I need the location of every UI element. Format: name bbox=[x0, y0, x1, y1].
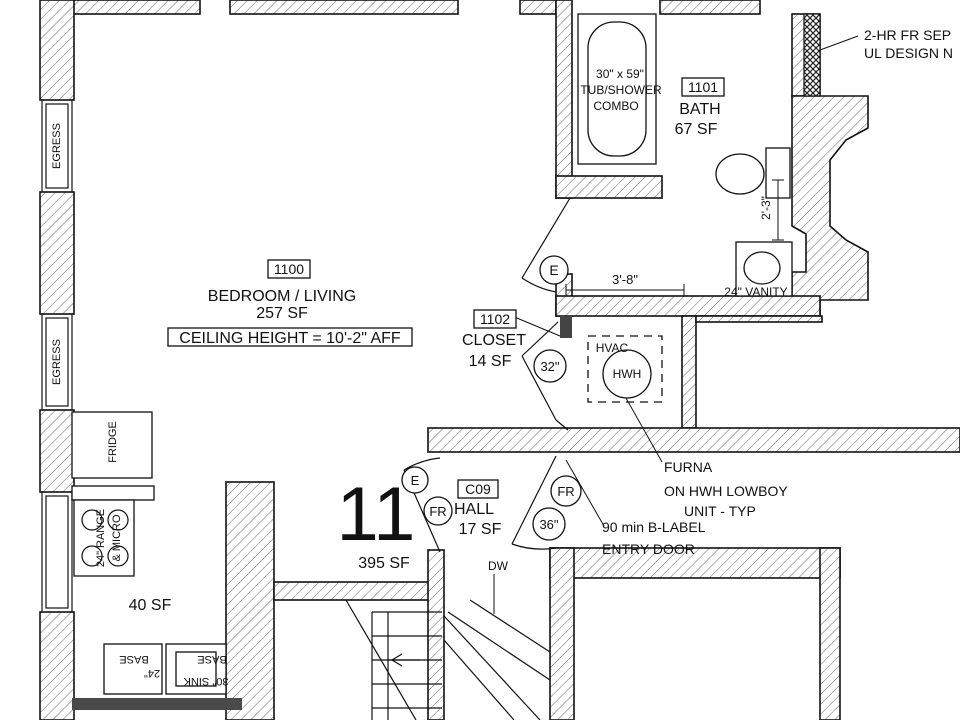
furnace-note-2: ON HWH LOWBOY bbox=[664, 483, 788, 499]
hall-number: C09 bbox=[465, 481, 491, 497]
kitchen-area: 40 SF bbox=[129, 597, 172, 614]
wall-bath-sw bbox=[555, 175, 663, 199]
door-tag-e-bath bbox=[539, 255, 569, 285]
hwh-label: HWH bbox=[613, 367, 642, 381]
stair bbox=[345, 599, 551, 720]
door-tag-e-bath-text: E bbox=[549, 262, 558, 278]
ceiling-height: CEILING HEIGHT = 10'-2" AFF bbox=[179, 330, 401, 347]
wall-left-2 bbox=[39, 191, 75, 315]
bath-number: 1101 bbox=[688, 79, 718, 95]
room-tag-box-1101 bbox=[681, 77, 725, 97]
door-tag-fr-entry-text: FR bbox=[557, 484, 574, 499]
hwh-tank bbox=[602, 349, 652, 399]
bedroom-number: 1100 bbox=[274, 261, 304, 277]
hvac-label: HVAC bbox=[596, 341, 629, 355]
furnace-note-1: FURNA bbox=[664, 459, 713, 475]
wall-corridor-east bbox=[819, 547, 841, 720]
wall-east-upper bbox=[695, 315, 823, 323]
base-left-size: 24" bbox=[144, 667, 160, 679]
sink-bowl bbox=[175, 651, 217, 687]
wall-kitchen-partition bbox=[225, 481, 275, 720]
closet-jamb bbox=[560, 316, 572, 338]
wall-corridor-north bbox=[427, 427, 960, 453]
closet-name: CLOSET bbox=[462, 332, 526, 349]
door-tag-entry bbox=[532, 507, 566, 541]
wall-bath-west bbox=[555, 0, 573, 199]
wall-left-4 bbox=[39, 611, 75, 720]
base-right-label: BASE bbox=[197, 653, 226, 665]
door-tag-entry-text: 36" bbox=[539, 517, 558, 532]
closet-number: 1102 bbox=[480, 311, 510, 327]
wall-left-3 bbox=[39, 409, 75, 493]
room-tag-box-1100 bbox=[267, 259, 311, 279]
hall-name: HALL bbox=[454, 501, 494, 518]
wall-stair-east bbox=[549, 547, 575, 720]
room-tag-box-c09 bbox=[457, 479, 499, 499]
door-tag-e-hall-text: E bbox=[411, 473, 420, 488]
door-tag-e-hall bbox=[401, 466, 429, 494]
fire-sep-note-1: 2-HR FR SEP bbox=[864, 27, 951, 43]
entry-note-1: 90 min B-LABEL bbox=[602, 519, 706, 535]
wall-top-right bbox=[519, 0, 557, 15]
hall-area: 17 SF bbox=[459, 521, 502, 538]
egress-lower: EGRESS bbox=[51, 339, 63, 385]
wall-east-chase bbox=[791, 95, 869, 317]
wall-bath-south bbox=[555, 295, 821, 317]
range-label: 24" RANGE bbox=[95, 509, 107, 567]
furnace-note-3: UNIT - TYP bbox=[684, 503, 756, 519]
wall-left-1 bbox=[39, 0, 75, 101]
sink-label: 30" SINK bbox=[183, 675, 229, 687]
tub-combo: COMBO bbox=[593, 99, 638, 113]
bedroom-name: BEDROOM / LIVING bbox=[208, 288, 356, 305]
tub-basin bbox=[587, 21, 647, 157]
unit-area: 395 SF bbox=[358, 555, 410, 572]
dw-label: DW bbox=[488, 559, 509, 573]
unit-number: 11 bbox=[337, 472, 416, 557]
base-left-label: BASE bbox=[119, 653, 148, 665]
bath-name: BATH bbox=[679, 101, 720, 118]
base-cabinet-left bbox=[103, 643, 163, 695]
fire-separation-hatch bbox=[803, 13, 821, 97]
wall-stair-top bbox=[273, 581, 443, 601]
fridge-label: FRIDGE bbox=[107, 421, 119, 463]
wall-top-bath bbox=[659, 0, 761, 15]
wall-closet-east bbox=[681, 315, 697, 429]
countertop-band bbox=[72, 698, 242, 710]
door-tag-closet-text: 32" bbox=[540, 359, 559, 374]
vanity-label: 24" VANITY bbox=[724, 285, 787, 299]
fire-sep-note-2: UL DESIGN N bbox=[864, 45, 953, 61]
door-tag-fr-hall bbox=[423, 496, 453, 526]
range-counter bbox=[71, 485, 155, 501]
wall-hall-west bbox=[427, 549, 445, 720]
walls bbox=[39, 0, 960, 720]
wall-top-mid bbox=[229, 0, 459, 15]
toilet-bowl bbox=[715, 153, 765, 195]
ceiling-box bbox=[167, 327, 413, 347]
egress-upper: EGRESS bbox=[51, 123, 63, 169]
door-tag-closet bbox=[533, 349, 567, 383]
bath-width-dim: 3'-8" bbox=[612, 272, 638, 287]
closet-area: 14 SF bbox=[469, 353, 512, 370]
wall-corridor-south bbox=[549, 547, 841, 579]
room-tag-box-1102 bbox=[473, 309, 517, 329]
leaders bbox=[493, 35, 859, 614]
bedroom-area: 257 SF bbox=[256, 305, 308, 322]
vanity-sink bbox=[743, 251, 781, 285]
wall-top-left bbox=[67, 0, 201, 15]
range-micro-label: & MICRO bbox=[111, 514, 123, 562]
tub-type: TUB/SHOWER bbox=[580, 83, 662, 97]
door-tag-fr-entry bbox=[550, 475, 582, 507]
entry-note-2: ENTRY DOOR bbox=[602, 541, 695, 557]
door-tag-fr-hall-text: FR bbox=[429, 504, 446, 519]
fridge bbox=[71, 411, 153, 479]
toilet-clear-dim: 2'-3" bbox=[759, 196, 773, 220]
tub-size: 30" x 59" bbox=[596, 67, 644, 81]
bath-area: 67 SF bbox=[675, 121, 718, 138]
